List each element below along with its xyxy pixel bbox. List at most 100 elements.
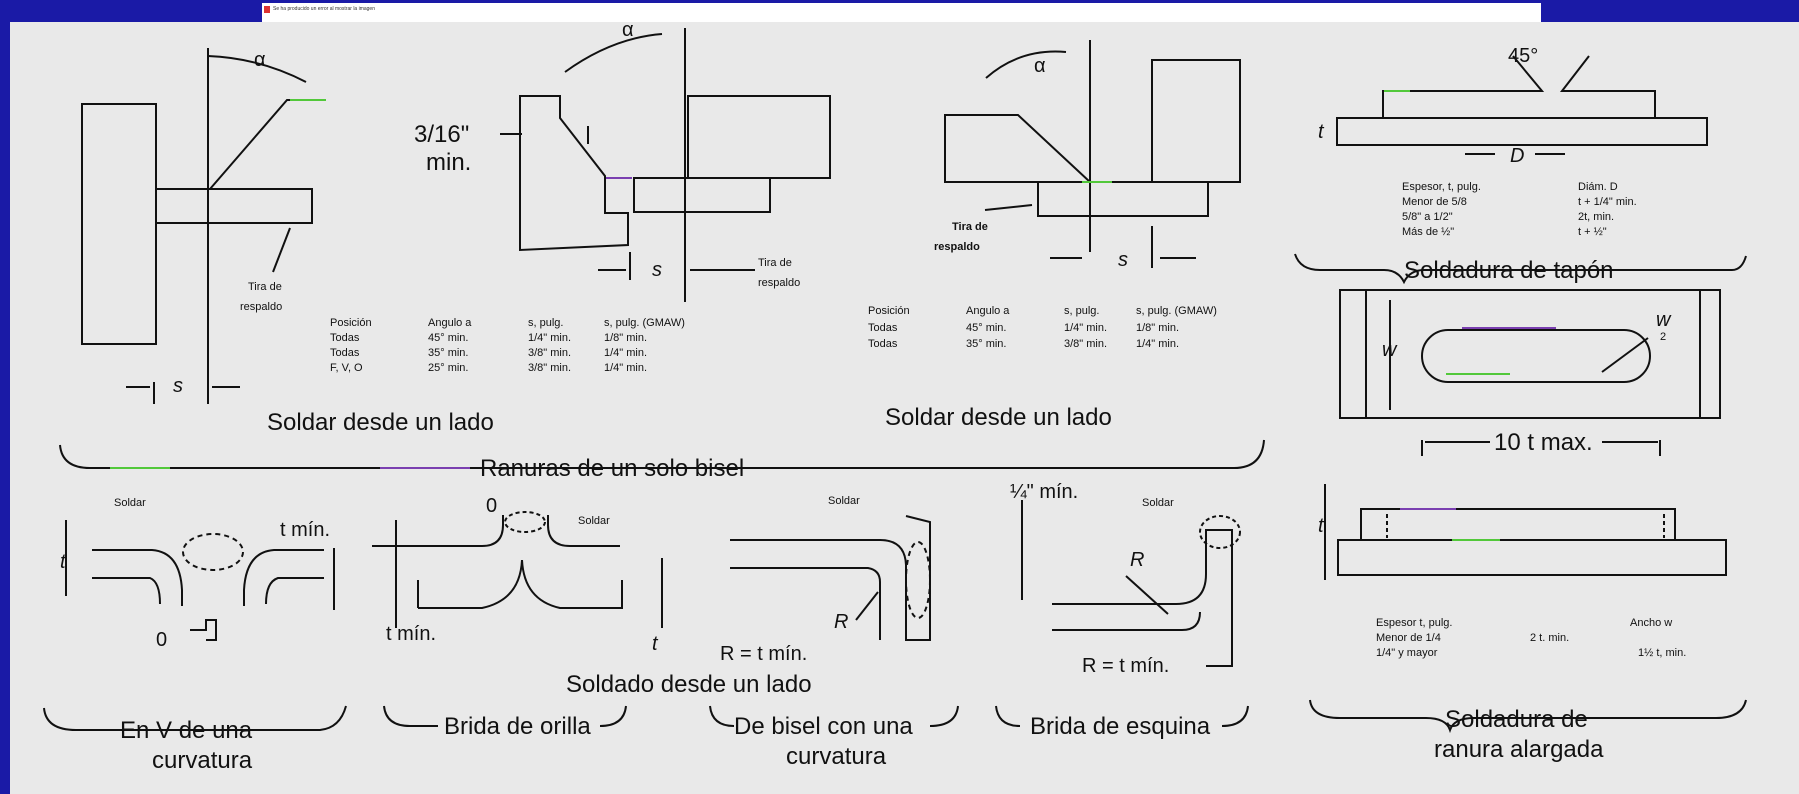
v-curve-top (92, 549, 324, 606)
image-title-bar: Se ha producido un error al mostrar la i… (262, 3, 1541, 22)
td: 45° min. (966, 322, 1006, 334)
caption-curvature-center: Soldado desde un lado (566, 671, 812, 698)
weld-bead-v (182, 533, 244, 571)
brace-v-curve (43, 705, 347, 731)
weld-bead-flange (504, 511, 546, 533)
th-s: s, pulg. (528, 317, 563, 329)
td: 35° min. (428, 347, 468, 359)
slot-half-symbol: 2 (1660, 331, 1666, 343)
brace-plug (1294, 253, 1747, 285)
td: 1/4" y mayor (1376, 647, 1438, 659)
v-curve-bottom (92, 577, 324, 605)
caption-v-curve-l1: En V de una (120, 717, 253, 744)
caption-middle-bevel: Soldar desde un lado (885, 404, 1112, 431)
image-title: Se ha producido un error al mostrar la i… (273, 6, 375, 12)
td: 1/8" min. (1136, 322, 1179, 334)
plug-angle: 45° (1508, 45, 1538, 67)
backing-strip-label-l1: Tira de (248, 281, 282, 293)
td: 1/4" min. (1064, 322, 1107, 334)
t-label-flange: t (652, 633, 659, 655)
r-label-bevel: R (834, 611, 848, 633)
plug-base-plate (1336, 117, 1708, 146)
caption-bevel-curve-l2: curvatura (786, 743, 887, 770)
alpha-symbol-middle: α (622, 19, 634, 41)
backing-strip-mid-l1: Tira de (758, 257, 792, 269)
td: 2t, min. (1578, 211, 1614, 223)
th: Diám. D (1578, 181, 1618, 193)
s-symbol-left: s (173, 375, 183, 397)
slot-w-symbol: w (1382, 339, 1398, 361)
th-angle-2: Angulo a (966, 305, 1010, 317)
td: t + ½" (1578, 226, 1607, 238)
paper-sheet (10, 22, 1799, 794)
td: Todas (330, 332, 360, 344)
td: Todas (868, 322, 898, 334)
td: 5/8" a 1/2" (1402, 211, 1453, 223)
bevel-curve-inner (730, 567, 881, 640)
weld-label-corner: Soldar (1142, 497, 1174, 509)
alpha-arc-left (207, 55, 307, 83)
min-note-unit: min. (426, 149, 471, 176)
t-min-label-flange: t mín. (386, 623, 436, 645)
broken-image-icon (264, 6, 270, 13)
th-s-gmaw: s, pulg. (GMAW) (604, 317, 685, 329)
th: Espesor, t, pulg. (1402, 181, 1481, 193)
min-note-value: 3/16" (414, 121, 469, 148)
td: 35° min. (966, 338, 1006, 350)
alpha-arc-right (985, 50, 1067, 79)
backing-strip-left (156, 188, 313, 224)
r-eq-label-bevel: R = t mín. (720, 643, 807, 665)
slot-w2-symbol: w (1656, 309, 1672, 331)
flange-outer (372, 515, 620, 547)
alpha-arc-middle (564, 33, 663, 73)
brace-corner (995, 705, 1249, 727)
td: t + 1/4" min. (1578, 196, 1637, 208)
td: 1/4" min. (604, 347, 647, 359)
weld-label-v: Soldar (114, 497, 146, 509)
t-label-v: t (60, 551, 67, 573)
backing-strip-right (1037, 181, 1209, 217)
slot-10t-dim: 10 t max. (1494, 429, 1593, 456)
corner-inner (1052, 611, 1201, 631)
leader-backing-left (272, 227, 291, 273)
td: 3/8" min. (528, 362, 571, 374)
td: 25° min. (428, 362, 468, 374)
th-s-gmaw-2: s, pulg. (GMAW) (1136, 305, 1217, 317)
caption-slot-l1: Soldadura de (1445, 706, 1588, 733)
caption-edge-flange: Brida de orilla (444, 713, 591, 740)
bevel-plate-middle (519, 95, 629, 252)
backing-strip-middle (633, 177, 771, 213)
plug-top-right (1559, 55, 1656, 118)
zero-label-flange: 0 (486, 495, 497, 517)
slot-section-top (1360, 508, 1676, 541)
caption-left-bevel: Soldar desde un lado (267, 409, 494, 436)
slot-plate-outer (1339, 289, 1721, 419)
corner-outline (1052, 529, 1233, 667)
plug-top-left (1382, 55, 1545, 118)
backing-strip-right-l1: Tira de (952, 221, 988, 233)
slot-outline (1421, 329, 1651, 383)
backing-strip-label-l2: respaldo (240, 301, 282, 313)
backing-strip-mid-l2: respaldo (758, 277, 800, 289)
table-single-bevel-middle: Posición Angulo a s, pulg. s, pulg. (GMA… (868, 305, 1217, 350)
brace-edge-flange (383, 705, 627, 727)
td: Todas (868, 338, 898, 350)
td: 3/8" min. (528, 347, 571, 359)
td: 2 t. min. (1530, 632, 1569, 644)
plug-d-symbol: D (1510, 145, 1524, 167)
backing-strip-right-l2: respaldo (934, 241, 980, 253)
bevel-curve-outline (730, 515, 931, 641)
td: 1/8" min. (604, 332, 647, 344)
brace-slot (1309, 699, 1747, 734)
s-symbol-middle: s (652, 259, 662, 281)
caption-single-bevel-group: Ranuras de un solo bisel (480, 455, 744, 482)
caption-slot-l2: ranura alargada (1434, 736, 1604, 763)
leader-backing-right (984, 204, 1033, 211)
td: 1½ t, min. (1638, 647, 1686, 659)
td: 1/4" min. (528, 332, 571, 344)
th: Ancho w (1630, 617, 1672, 629)
td: Todas (330, 347, 360, 359)
slot-t-symbol: t (1318, 515, 1325, 537)
